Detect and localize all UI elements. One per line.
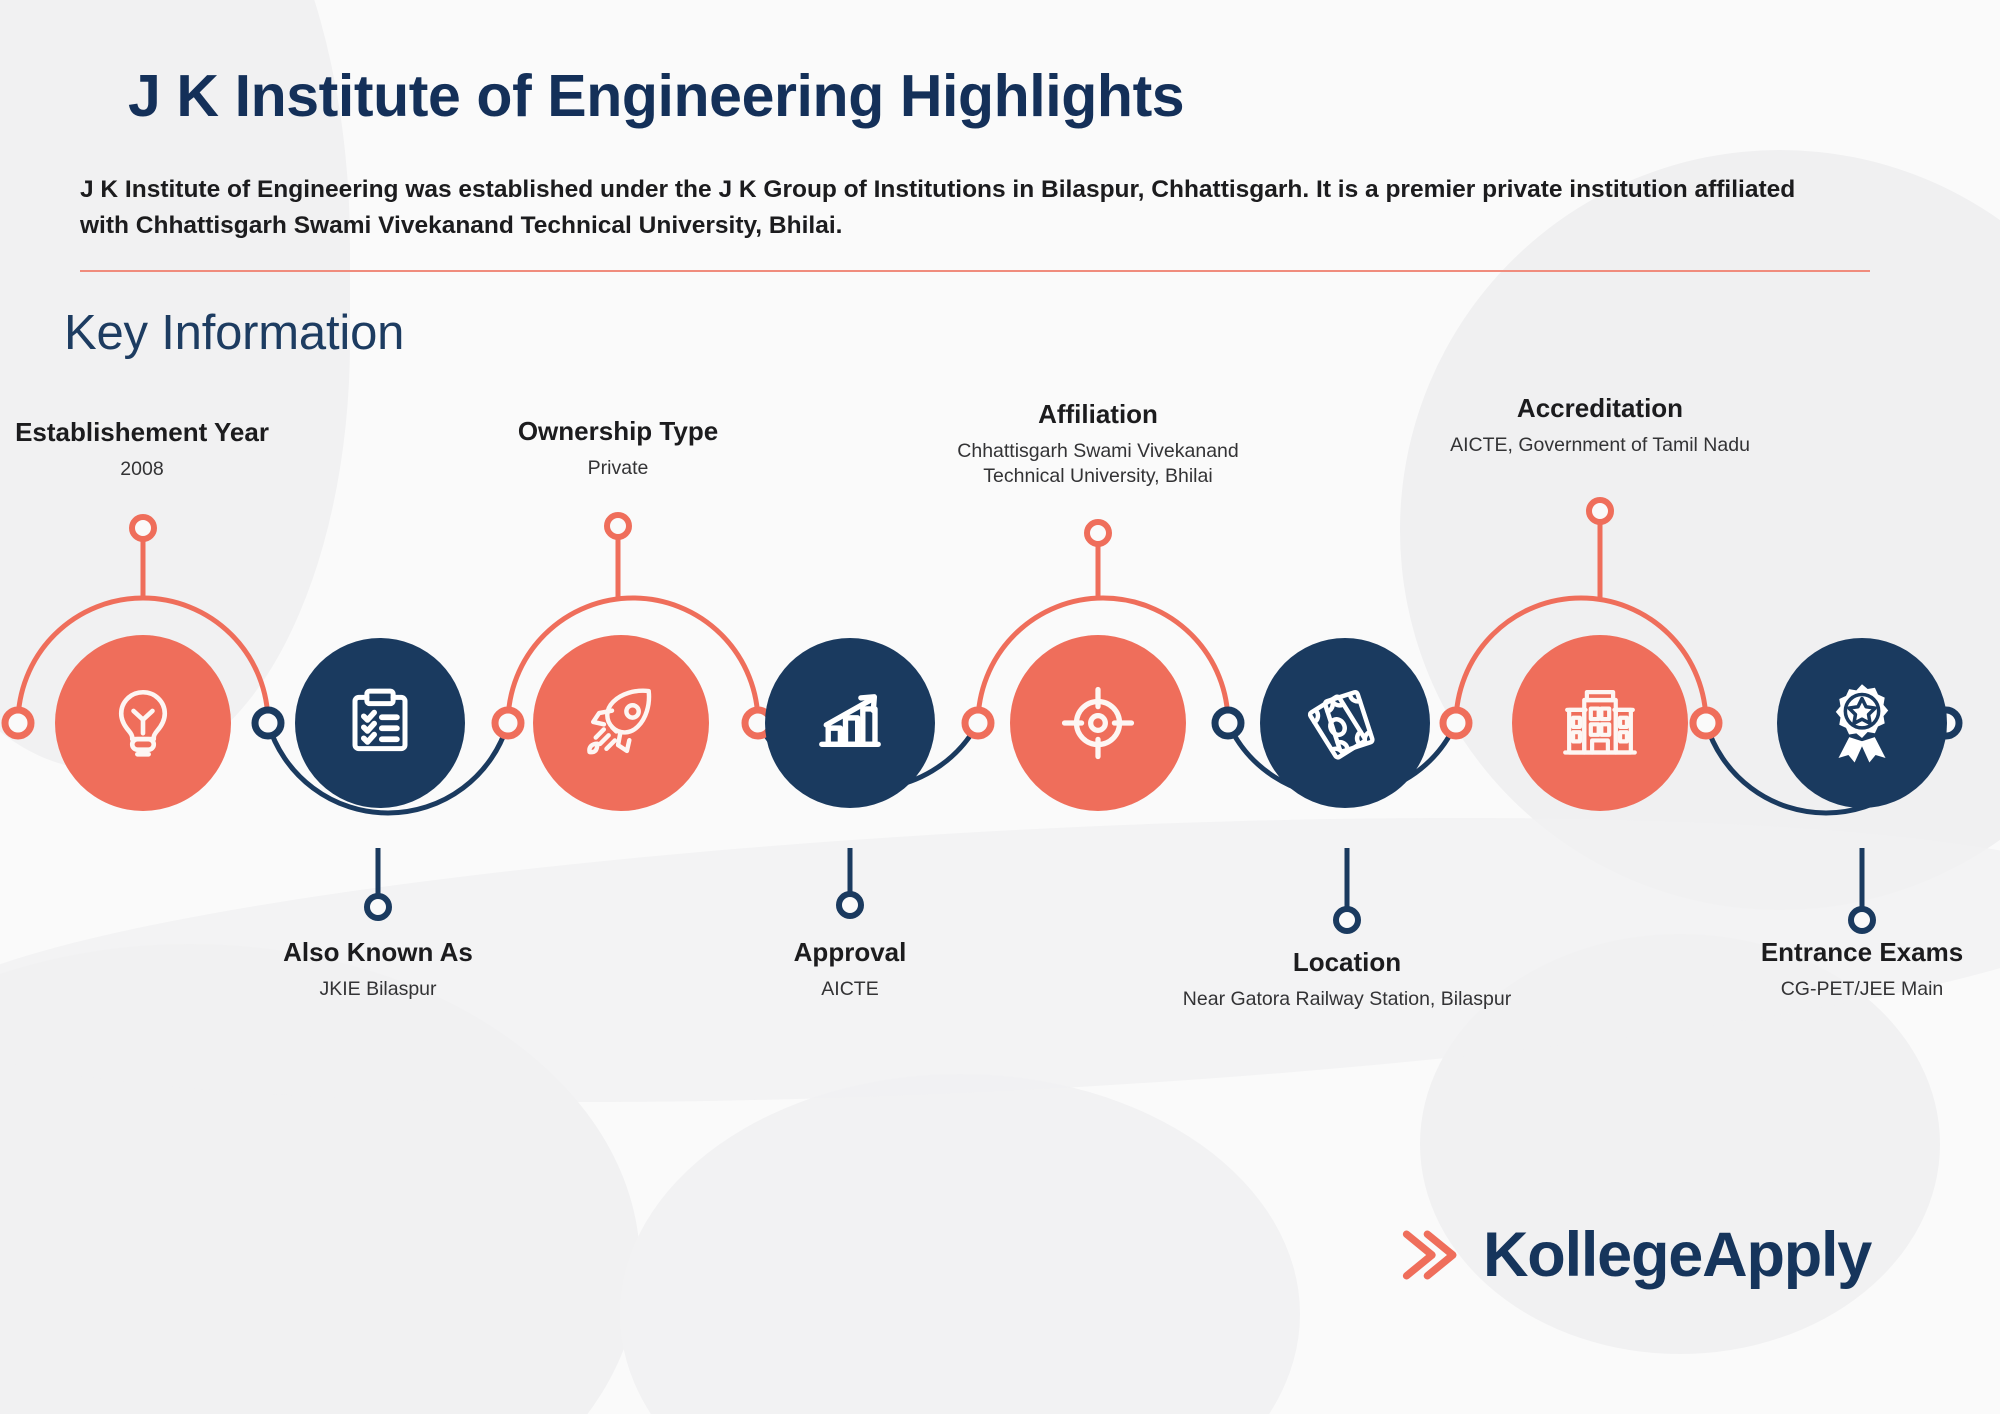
junction-node: [1439, 706, 1473, 740]
caption-title: Location: [1292, 947, 1402, 977]
stem-end-node: [1586, 497, 1614, 525]
award-badge-icon: [1819, 680, 1905, 766]
logo-wordmark: KollegeApply: [1483, 1220, 1872, 1290]
section-title: Key Information: [64, 306, 405, 360]
caption-value: AICTE, Government of Tamil Nadu: [1450, 433, 1750, 456]
caption-value: Private: [587, 456, 649, 479]
timeline-node-ownership-type[interactable]: [533, 635, 709, 811]
caption-value: Chhattisgarh Swami Vivekanand Technical …: [957, 439, 1239, 488]
caption-affiliation: Affiliation Chhattisgarh Swami Vivekanan…: [918, 399, 1278, 490]
caption-value: AICTE: [821, 977, 879, 1000]
caption-approval: Approval AICTE: [690, 937, 1010, 1002]
banknotes-icon: [1303, 681, 1387, 765]
stem-end-node: [604, 512, 632, 540]
arc-connector-navy: [265, 722, 511, 816]
caption-also-known-as: Also Known As JKIE Bilaspur: [198, 937, 558, 1002]
stem-end-node: [836, 891, 864, 919]
caption-title: Also Known As: [283, 937, 473, 967]
caption-entrance-exams: Entrance Exams CG-PET/JEE Main: [1692, 937, 2000, 1002]
junction-node: [1211, 706, 1245, 740]
timeline-node-accreditation[interactable]: [1512, 635, 1688, 811]
caption-value: Near Gatora Railway Station, Bilaspur: [1182, 987, 1512, 1010]
arc-connector-coral: [975, 595, 1231, 724]
junction-node: [961, 706, 995, 740]
caption-title: Affiliation: [1038, 399, 1158, 429]
caption-value: 2008: [120, 457, 164, 480]
timeline-node-establishement-year[interactable]: [55, 635, 231, 811]
caption-ownership-type: Ownership Type Private: [418, 416, 818, 481]
page-subtitle: J K Institute of Engineering was establi…: [80, 176, 1796, 239]
page-title: J K Institute of Engineering Highlights: [128, 63, 1185, 129]
junction-node: [1, 706, 35, 740]
stem-end-node: [1333, 906, 1361, 934]
caption-location: Location Near Gatora Railway Station, Bi…: [1172, 947, 1522, 1012]
target-icon: [1056, 681, 1140, 765]
clipboard-checklist-icon: [340, 683, 420, 763]
arc-connector-coral: [505, 595, 761, 724]
caption-title: Approval: [793, 937, 907, 967]
caption-value: JKIE Bilaspur: [319, 977, 437, 1000]
lightbulb-icon: [102, 682, 184, 764]
kollegeapply-logo[interactable]: KollegeApply: [1395, 1218, 1872, 1292]
junction-node: [1689, 706, 1723, 740]
building-icon: [1558, 681, 1642, 765]
double-chevron-right-icon: [1395, 1218, 1469, 1292]
caption-title: Accreditation: [1516, 393, 1684, 423]
timeline-node-affiliation[interactable]: [1010, 635, 1186, 811]
timeline-node-entrance-exams[interactable]: [1777, 638, 1947, 808]
timeline-node-approval[interactable]: [765, 638, 935, 808]
arc-connector-coral: [15, 595, 271, 724]
stem-end-node: [1084, 519, 1112, 547]
rocket-icon: [578, 680, 664, 766]
caption-establishement-year: Establishement Year 2008: [0, 417, 342, 482]
caption-value: CG-PET/JEE Main: [1780, 977, 1944, 1000]
caption-title: Ownership Type: [517, 416, 719, 446]
caption-title: Entrance Exams: [1760, 937, 1964, 967]
stem-end-node: [129, 514, 157, 542]
growth-chart-icon: [809, 682, 891, 764]
arc-connector-coral: [1453, 595, 1709, 724]
stem-end-node: [1848, 906, 1876, 934]
caption-title: Establishement Year: [15, 417, 269, 447]
junction-node: [491, 706, 525, 740]
header-divider: [80, 270, 1870, 272]
stem-end-node: [364, 893, 392, 921]
timeline-node-also-known-as[interactable]: [295, 638, 465, 808]
timeline-node-location[interactable]: [1260, 638, 1430, 808]
junction-node: [251, 706, 285, 740]
caption-accreditation: Accreditation AICTE, Government of Tamil…: [1420, 393, 1780, 458]
